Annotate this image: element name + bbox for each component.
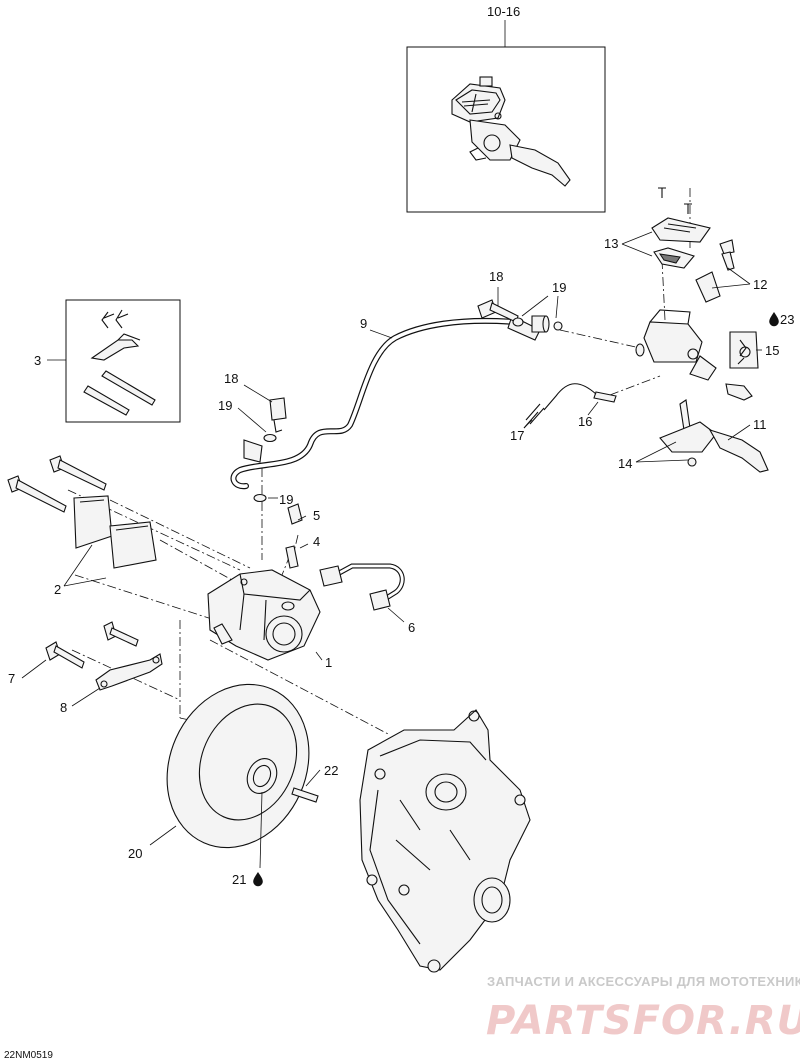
leader-lines xyxy=(21,231,762,869)
assembly-lines xyxy=(67,188,691,736)
callout-2: 2 xyxy=(54,582,61,597)
callout-19-upper: 19 xyxy=(552,280,566,295)
callout-11: 11 xyxy=(753,417,767,432)
callout-14: 14 xyxy=(618,456,632,471)
callout-21: 21 xyxy=(232,872,246,887)
oil-drop-icon xyxy=(253,872,263,887)
callout-7: 7 xyxy=(8,671,15,686)
brake-lever xyxy=(659,399,769,473)
brake-disc xyxy=(166,683,319,849)
callout-6: 6 xyxy=(408,620,415,635)
callout-20: 20 xyxy=(128,846,142,861)
brake-light-switch xyxy=(523,383,617,429)
watermark-tagline: ЗАПЧАСТИ И АКСЕССУАРЫ ДЛЯ МОТОТЕХНИКИ xyxy=(487,974,800,989)
callout-17: 17 xyxy=(510,428,524,443)
callout-9: 9 xyxy=(360,316,367,331)
callout-22: 22 xyxy=(324,763,338,778)
callout-16: 16 xyxy=(578,414,592,429)
callout-19-lower: 19 xyxy=(279,492,293,507)
callout-15: 15 xyxy=(765,343,779,358)
callout-4: 4 xyxy=(313,534,320,549)
pad-hardware-kit-box xyxy=(65,299,181,423)
bleeder-and-cap xyxy=(285,503,303,569)
callout-labels: 10-16 3 2 7 8 5 4 6 1 9 18 19 18 19 19 1… xyxy=(8,4,794,887)
lower-banjo-bolt xyxy=(253,397,287,503)
chaincase-housing xyxy=(359,709,531,973)
callout-23: 23 xyxy=(780,312,794,327)
brake-caliper xyxy=(207,569,321,661)
brake-pads xyxy=(73,495,157,569)
brake-line xyxy=(319,563,405,611)
callout-13: 13 xyxy=(604,236,618,251)
master-cylinder-assembly xyxy=(635,187,759,401)
callout-8: 8 xyxy=(60,700,67,715)
upper-banjo-bolt xyxy=(477,299,563,333)
callout-1: 1 xyxy=(325,655,332,670)
inset-master-cylinder-illustration xyxy=(451,76,571,187)
master-cylinder-inset xyxy=(406,20,606,213)
callout-5: 5 xyxy=(313,508,320,523)
callout-18-upper: 18 xyxy=(489,269,503,284)
callout-10-16: 10-16 xyxy=(487,4,520,19)
brake-hose xyxy=(230,315,541,490)
callout-18-lower: 18 xyxy=(224,371,238,386)
callout-12: 12 xyxy=(753,277,767,292)
callout-3: 3 xyxy=(34,353,41,368)
watermark-logo: PARTSFOR.RU xyxy=(486,998,800,1044)
pad-pins xyxy=(7,455,107,513)
figure-id: 22NM0519 xyxy=(4,1050,53,1061)
callout-19-mid: 19 xyxy=(218,398,232,413)
oil-drop-icon xyxy=(769,312,779,327)
caliper-bracket xyxy=(45,621,163,691)
